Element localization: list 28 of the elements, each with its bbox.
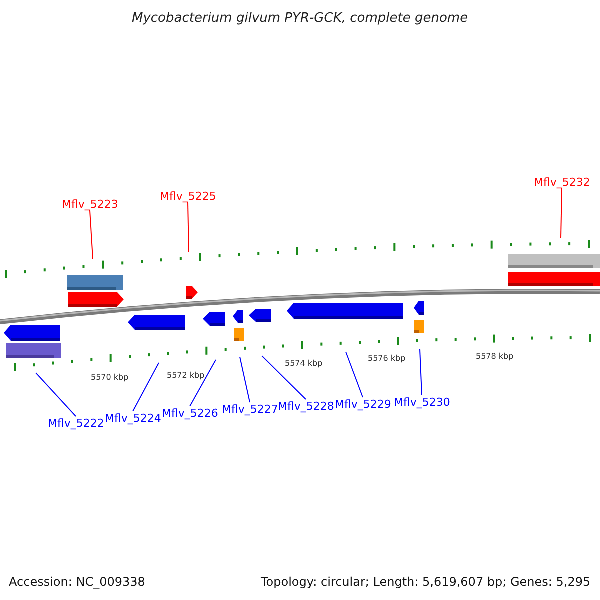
gene-label: Mflv_5225 xyxy=(160,190,216,202)
gene-label: Mflv_5223 xyxy=(62,198,118,210)
gene-label: Mflv_5227 xyxy=(222,402,278,416)
gene-label: Mflv_5226 xyxy=(162,406,218,420)
gene-label: Mflv_5229 xyxy=(335,398,392,410)
title: Mycobacterium gilvum PYR-GCK, complete genome xyxy=(132,10,468,26)
footer-text: Topology: circular; Length: 5,619,607 bp; Genes: 5,295 xyxy=(261,575,591,589)
leader-line xyxy=(420,348,422,396)
leader-line xyxy=(132,362,160,412)
leader-line xyxy=(262,356,306,400)
leader-line xyxy=(190,360,216,407)
scale-label: 5578 kbp xyxy=(476,352,514,360)
gene-label: Mflv_5222 xyxy=(48,416,104,430)
scale-label: 5574 kbp xyxy=(285,358,323,368)
leader-line xyxy=(346,352,364,398)
leader-line xyxy=(560,188,562,238)
gene-label: Mflv_5224 xyxy=(105,412,162,424)
leader-line xyxy=(36,372,76,417)
gene-label: Mflv_5232 xyxy=(534,176,590,188)
leader-line xyxy=(90,210,94,260)
scale-label: 5570 kbp xyxy=(91,372,129,382)
gene-label: Mflv_5228 xyxy=(278,400,334,412)
gene-label: Mflv_5230 xyxy=(394,396,450,408)
scale-label: 5576 kbp xyxy=(368,354,406,362)
leader-line xyxy=(188,202,190,252)
footer-text: Accession: NC_009338 xyxy=(9,575,146,589)
leader-line xyxy=(240,356,250,403)
scale-label: 5572 kbp xyxy=(167,370,205,380)
